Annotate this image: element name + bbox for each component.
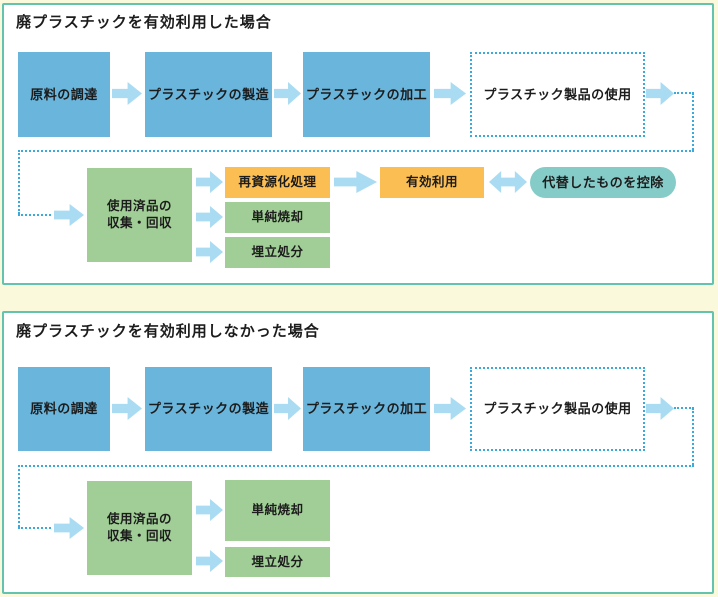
collect-box-not-utilized: 使用済品の 収集・回収 xyxy=(87,481,192,575)
step-box-plastic-processing: プラスチックの加工 xyxy=(303,52,430,137)
dotted-return-line xyxy=(674,92,694,94)
substitution-deduction-pill: 代替したものを控除 xyxy=(530,167,676,198)
dotted-return-line xyxy=(18,150,20,214)
dotted-return-line xyxy=(18,465,694,467)
step-box-raw-material-procurement: 原料の調達 xyxy=(18,52,110,137)
dotted-return-line xyxy=(692,408,694,465)
panel-title-utilized: 廃プラスチックを有効利用した場合 xyxy=(16,14,272,31)
collect-box-utilized: 使用済品の 収集・回収 xyxy=(87,168,192,262)
dotted-return-line xyxy=(18,214,51,216)
branch-box-recycling-treatment: 再資源化処理 xyxy=(225,167,330,198)
collect-box-label: 使用済品の 収集・回収 xyxy=(106,512,172,543)
dotted-return-line xyxy=(18,150,694,152)
step-box-raw-material-procurement: 原料の調達 xyxy=(18,367,110,451)
collect-box-label: 使用済品の 収集・回収 xyxy=(106,199,172,230)
step-box-plastic-processing: プラスチックの加工 xyxy=(303,367,430,451)
dotted-return-line xyxy=(674,407,694,409)
step-box-plastic-manufacturing: プラスチックの製造 xyxy=(145,52,272,137)
panel-title-not-utilized: 廃プラスチックを有効利用しなかった場合 xyxy=(16,323,320,340)
double-arrow-icon xyxy=(489,171,527,193)
step-box-plastic-product-use: プラスチック製品の使用 xyxy=(470,52,645,137)
branch-box-simple-incineration: 単純焼却 xyxy=(225,202,330,233)
dotted-return-line xyxy=(18,527,51,529)
branch-box-simple-incineration: 単純焼却 xyxy=(225,480,330,541)
step-box-plastic-product-use: プラスチック製品の使用 xyxy=(470,367,645,451)
effective-use-box: 有効利用 xyxy=(380,167,484,198)
step-box-plastic-manufacturing: プラスチックの製造 xyxy=(145,367,272,451)
dotted-return-line xyxy=(18,465,20,527)
branch-box-landfill-disposal: 埋立処分 xyxy=(225,237,330,268)
dotted-return-line xyxy=(692,93,694,150)
branch-box-landfill-disposal: 埋立処分 xyxy=(225,547,330,577)
